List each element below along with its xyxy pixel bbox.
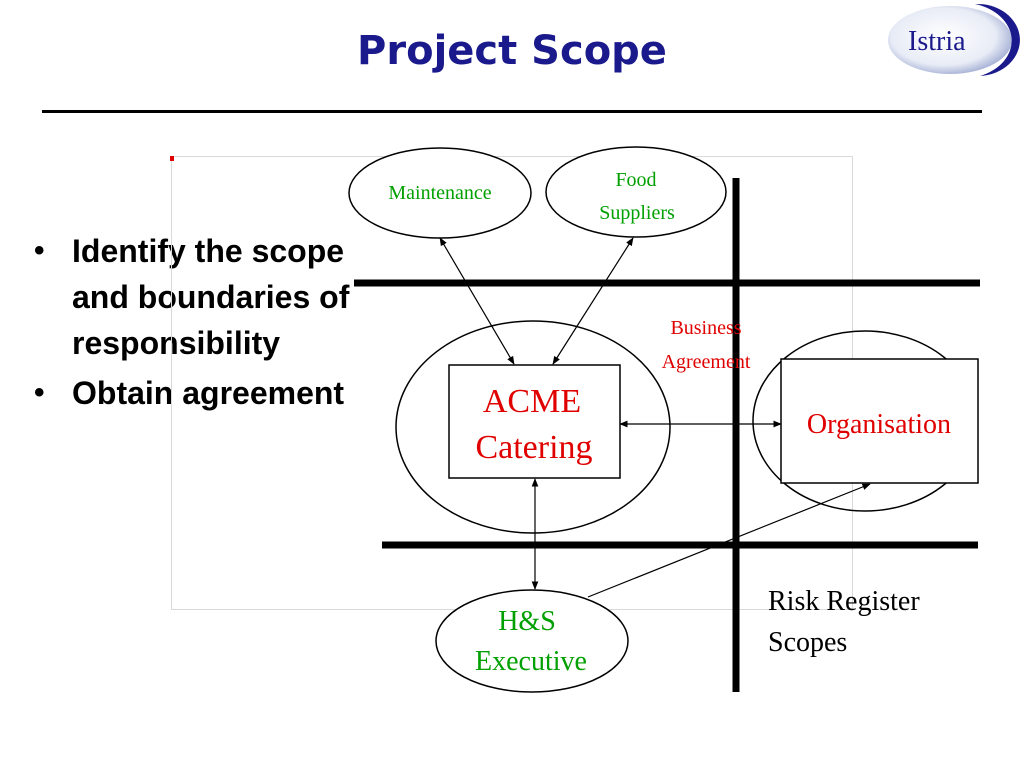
logo-text: Istria (908, 26, 966, 57)
bullet-item: Obtain agreement (30, 370, 360, 416)
bullet-list: Identify the scope and boundaries of res… (30, 228, 360, 420)
food-label-line1: Food (615, 169, 656, 191)
business-label-line1: Business (670, 317, 741, 339)
arrow-maintenance-acme (439, 237, 515, 365)
business-label-line2: Agreement (662, 351, 751, 373)
organisation-label: Organisation (807, 409, 951, 440)
frame-corner-mark (170, 156, 174, 161)
food-suppliers-ellipse (545, 146, 727, 238)
acme-label-line1: ACME (483, 383, 581, 420)
acme-box (448, 364, 621, 479)
istria-logo: Istria (888, 3, 1020, 76)
risk-register-line1: Risk Register (768, 586, 920, 617)
arrow-hs-organisation (587, 483, 871, 598)
hs-executive-ellipse (435, 589, 629, 693)
bullet-item: Identify the scope and boundaries of res… (30, 228, 360, 366)
title-divider (42, 110, 982, 113)
hs-label-line2: Executive (475, 646, 587, 677)
acme-label-line2: Catering (475, 429, 592, 466)
hs-label-line1: H&S (498, 606, 556, 637)
page-title: Project Scope (357, 28, 667, 74)
maintenance-label: Maintenance (388, 182, 491, 204)
risk-register-line2: Scopes (768, 627, 847, 658)
food-label-line2: Suppliers (599, 202, 675, 224)
arrow-food-acme (552, 237, 634, 365)
